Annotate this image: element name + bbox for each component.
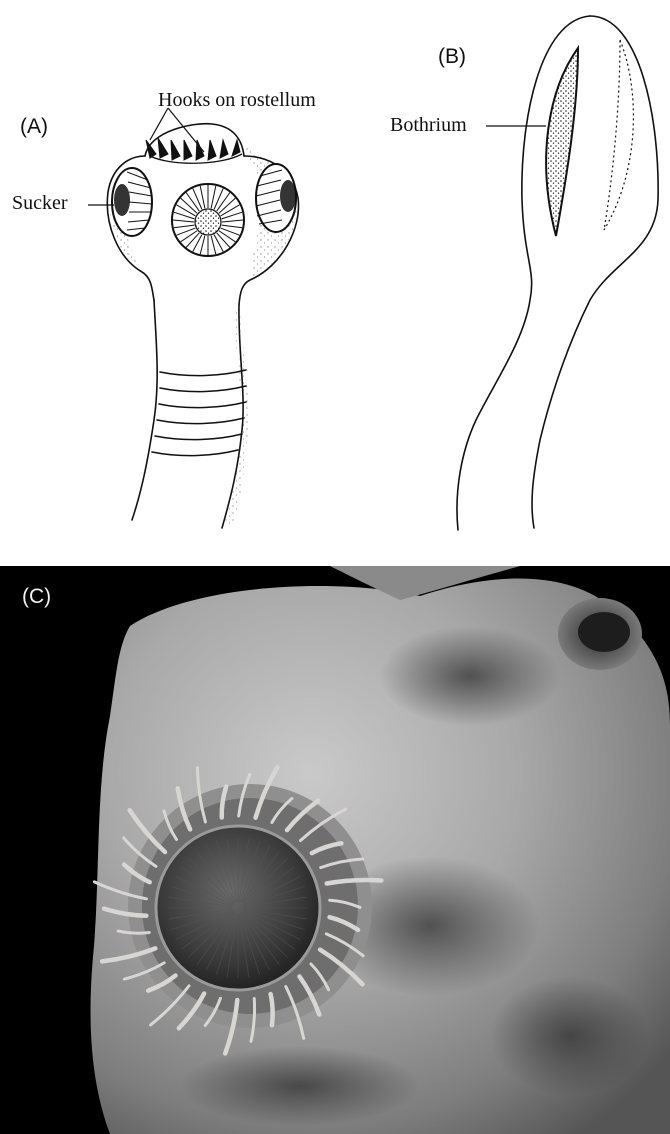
rostellum-hooks bbox=[146, 138, 242, 163]
bothrium-groove bbox=[546, 48, 578, 236]
sem-photo-svg bbox=[0, 566, 670, 1134]
label-bothrium: Bothrium bbox=[390, 115, 467, 135]
panel-letter-c: (C) bbox=[22, 586, 51, 607]
sucker-left bbox=[112, 168, 152, 236]
label-sucker: Sucker bbox=[12, 193, 68, 213]
sucker-center bbox=[172, 184, 244, 256]
surface-shadow-1 bbox=[380, 626, 560, 726]
opposite-bothrium bbox=[604, 40, 633, 230]
sem-photo-panel: (C) bbox=[0, 566, 670, 1134]
neck-left-outline bbox=[132, 300, 157, 520]
surface-shadow-4 bbox=[180, 1046, 420, 1126]
drawings-panel: (A) (B) Hooks on rostellum Sucker Bothri… bbox=[0, 0, 670, 562]
panel-letter-a: (A) bbox=[20, 116, 48, 137]
drawings-svg bbox=[0, 0, 670, 562]
surface-shadow-3 bbox=[490, 976, 650, 1096]
panel-letter-b: (B) bbox=[438, 46, 466, 67]
scolex-b-right-outline bbox=[532, 16, 658, 528]
sucker-right bbox=[256, 164, 296, 232]
neck-shading bbox=[224, 305, 248, 526]
top-sucker-opening bbox=[578, 612, 630, 652]
label-hooks-on-rostellum: Hooks on rostellum bbox=[158, 90, 316, 110]
